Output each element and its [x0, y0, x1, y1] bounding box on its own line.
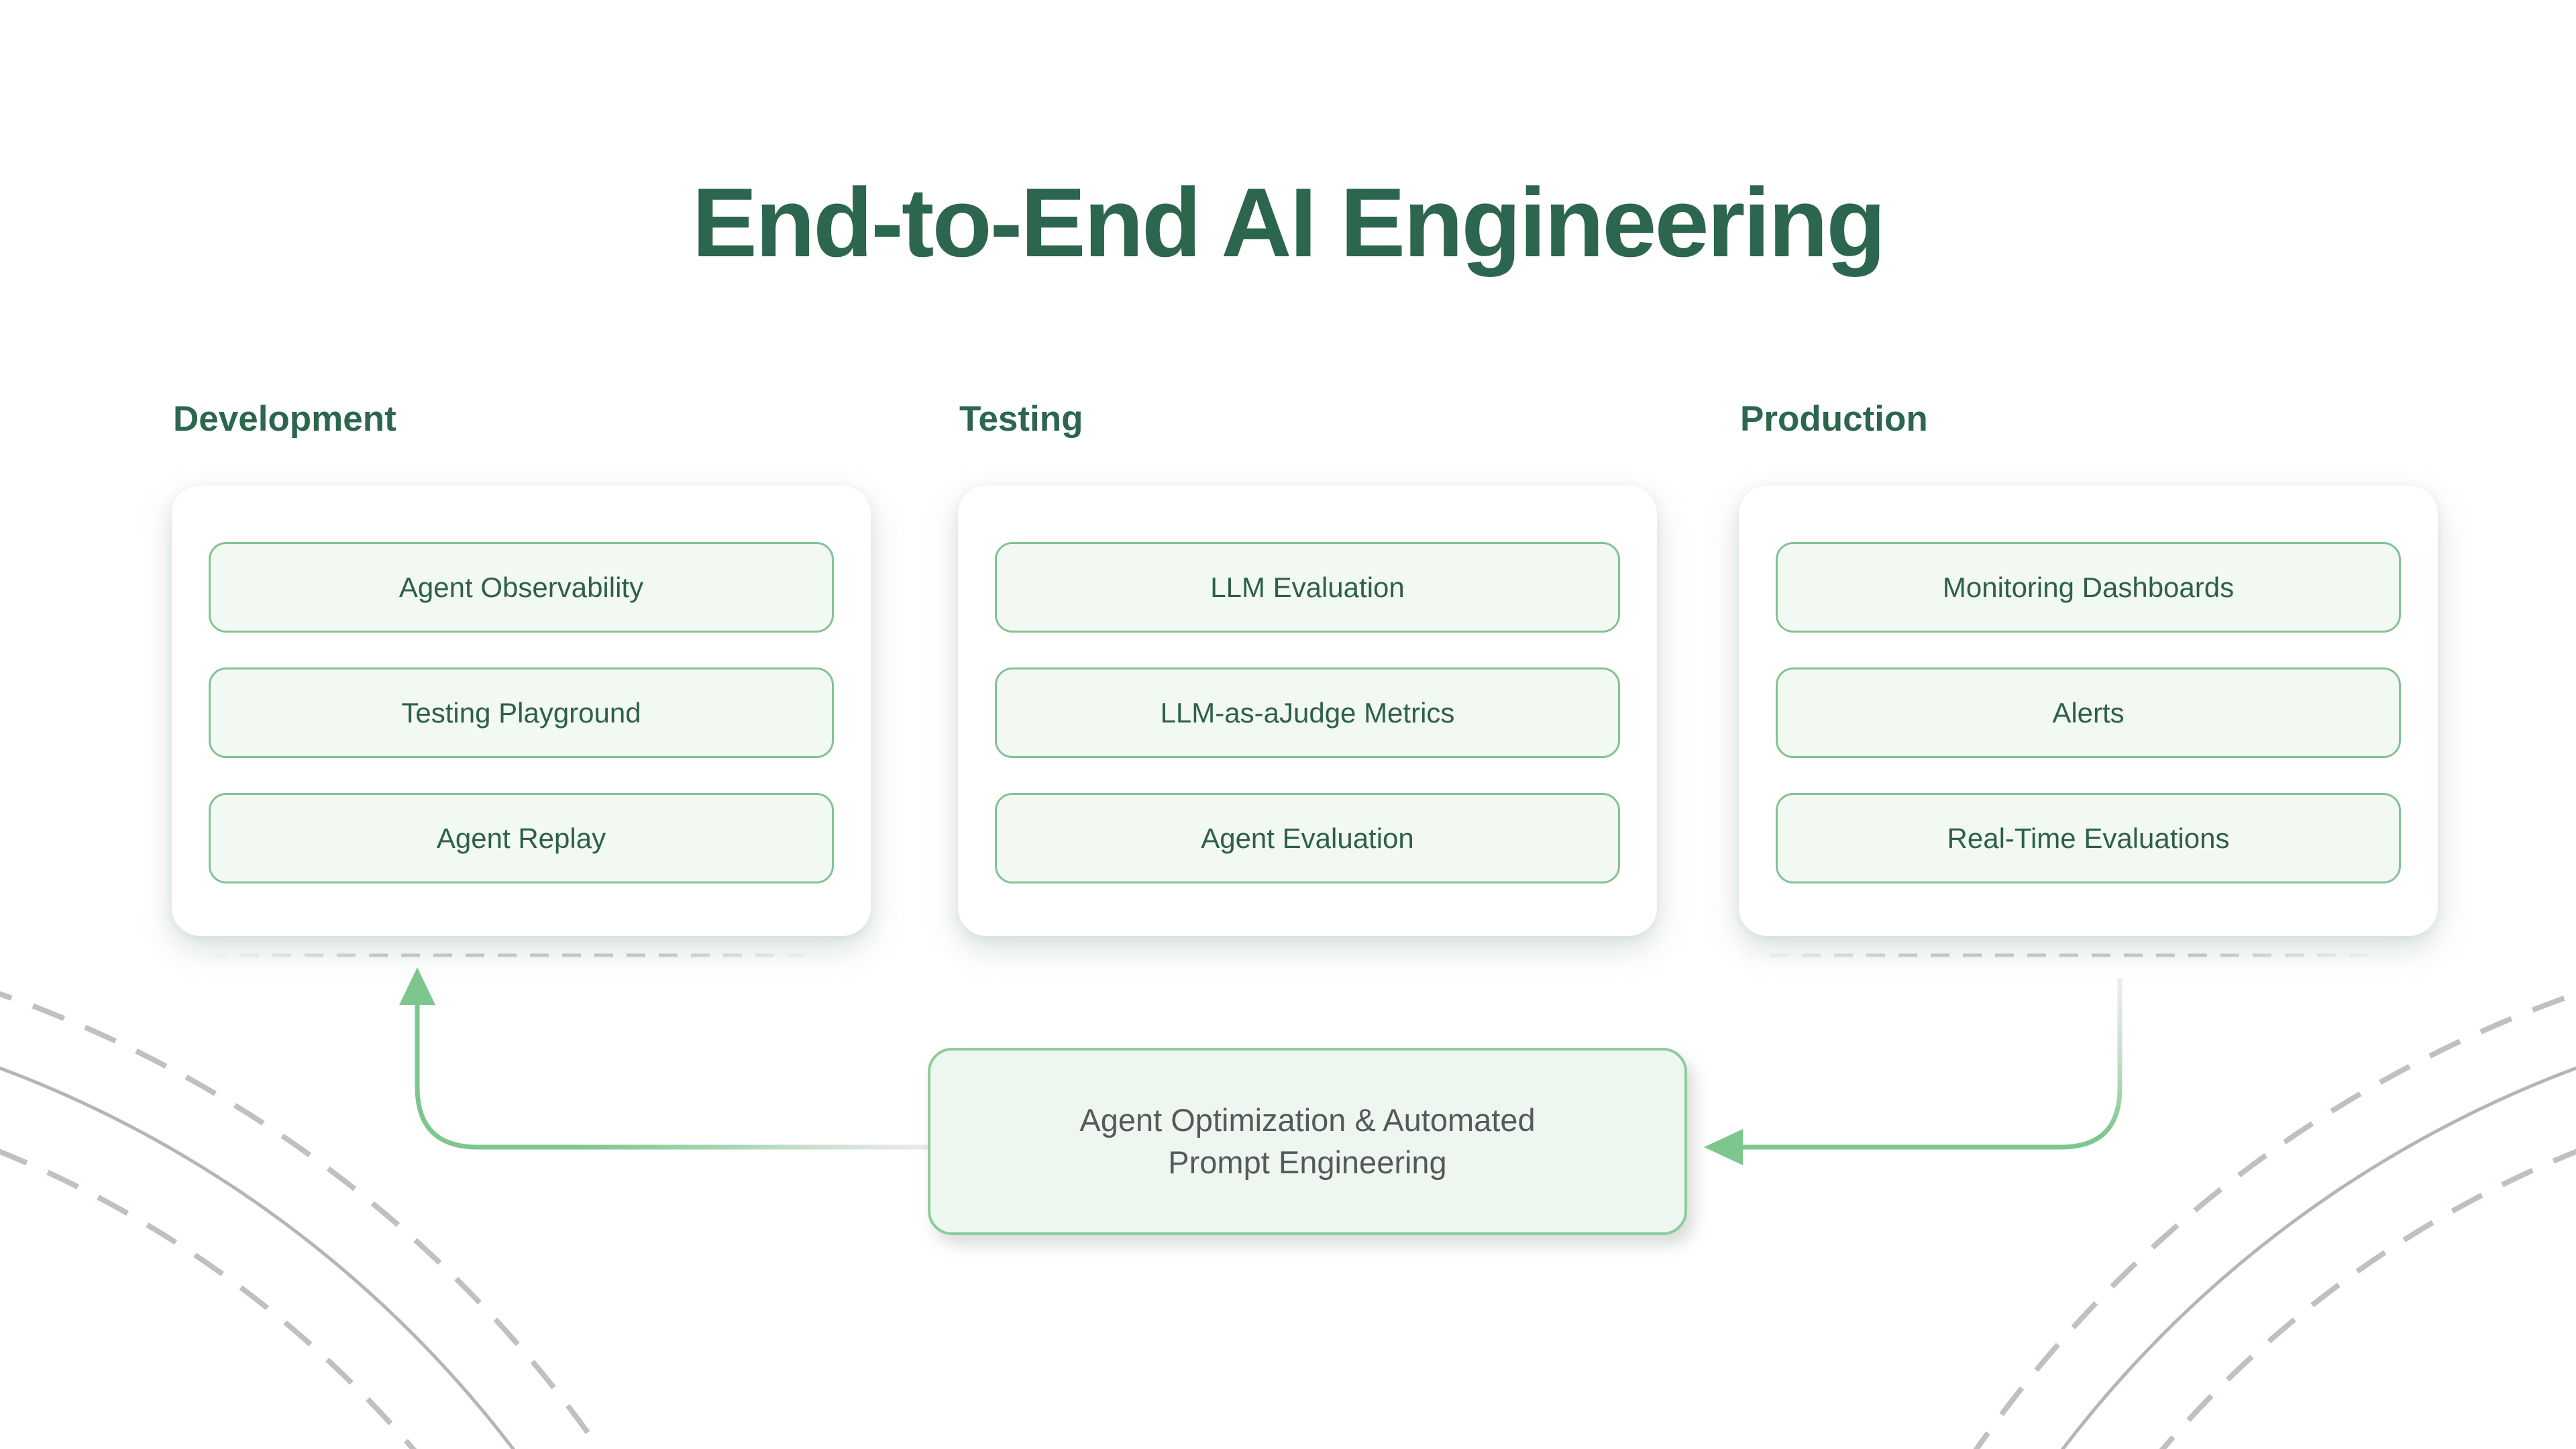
pipeline-item-alerts: Alerts — [1776, 667, 2401, 758]
up-arrowhead-icon — [399, 967, 435, 1005]
connector-production-to-feedback — [1704, 978, 2123, 1165]
connector-feedback-to-development — [399, 967, 928, 1150]
column-header-testing: Testing — [959, 399, 1083, 439]
testing-card: LLM Evaluation LLM-as-aJudge Metrics Age… — [958, 486, 1657, 936]
column-header-development: Development — [173, 399, 396, 439]
production-card: Monitoring Dashboards Alerts Real-Time E… — [1739, 486, 2438, 936]
page-title: End-to-End AI Engineering — [692, 168, 1886, 277]
pipeline-item-monitoring-dashboards: Monitoring Dashboards — [1776, 542, 2401, 633]
pipeline-item-agent-observability: Agent Observability — [209, 542, 834, 633]
pipeline-item-llm-evaluation: LLM Evaluation — [995, 542, 1620, 633]
pipeline-item-agent-replay: Agent Replay — [209, 793, 834, 883]
development-card: Agent Observability Testing Playground A… — [172, 486, 871, 936]
column-header-production: Production — [1740, 399, 1928, 439]
pipeline-item-llm-as-a-judge-metrics: LLM-as-aJudge Metrics — [995, 667, 1620, 758]
feedback-box-label: Agent Optimization & Automated Prompt En… — [1079, 1102, 1536, 1180]
feedback-box: Agent Optimization & Automated Prompt En… — [928, 1048, 1687, 1235]
pipeline-item-testing-playground: Testing Playground — [209, 667, 834, 758]
pipeline-item-real-time-evaluations: Real-Time Evaluations — [1776, 793, 2401, 883]
decorative-arcs-bottom-right — [1973, 991, 2576, 1449]
pipeline-item-agent-evaluation: Agent Evaluation — [995, 793, 1620, 883]
left-arrowhead-icon — [1704, 1129, 1743, 1165]
